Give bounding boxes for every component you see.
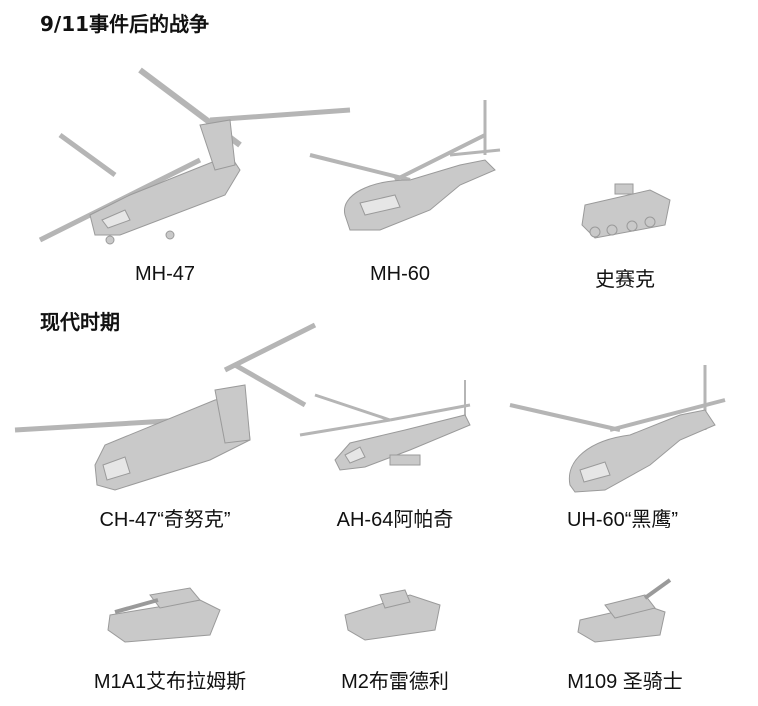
apache-helicopter-icon — [299, 380, 471, 471]
vehicle-label-uh60: UH-60“黑鹰” — [566, 509, 679, 531]
vehicle-card-stryker: 史赛克 — [560, 170, 690, 291]
vehicle-label-stryker: 史赛克 — [595, 269, 655, 291]
abrams-tank-icon — [107, 587, 221, 643]
vehicle-card-uh60: UH-60“黑鹰” — [509, 360, 735, 531]
black-hawk-helicopter-icon — [509, 365, 726, 493]
chinook-helicopter-icon — [38, 67, 351, 245]
section-title-modern-era: 现代时期 — [40, 310, 120, 334]
stryker-apc-icon — [581, 183, 671, 239]
vehicle-label-ch47: CH-47“奇努克” — [99, 509, 231, 531]
vehicle-label-mh47: MH-47 — [134, 263, 195, 285]
chinook-helicopter-icon — [14, 322, 317, 491]
paladin-howitzer-icon — [577, 578, 672, 643]
vehicle-card-ch47: CH-47“奇努克” — [14, 322, 317, 531]
vehicle-card-mh47: MH-47 — [20, 60, 351, 290]
vehicle-card-ah64: AH-64阿帕奇 — [295, 375, 495, 531]
black-hawk-helicopter-icon — [309, 100, 501, 231]
vehicle-label-m109: M109 圣骑士 — [567, 671, 683, 693]
vehicle-card-m1a1: M1A1艾布拉姆斯 — [80, 570, 260, 693]
vehicle-card-m109: M109 圣骑士 — [550, 570, 700, 693]
vehicle-label-ah64: AH-64阿帕奇 — [336, 509, 454, 531]
vehicle-label-mh60: MH-60 — [369, 263, 430, 285]
vehicle-label-m2: M2布雷德利 — [341, 671, 449, 693]
section-title-post-911: 9/11事件后的战争 — [40, 12, 210, 36]
bradley-ifv-icon — [344, 589, 441, 641]
vehicle-label-m1a1: M1A1艾布拉姆斯 — [93, 671, 247, 693]
vehicle-card-m2: M2布雷德利 — [330, 570, 460, 693]
vehicle-card-mh60: MH-60 — [300, 95, 501, 290]
